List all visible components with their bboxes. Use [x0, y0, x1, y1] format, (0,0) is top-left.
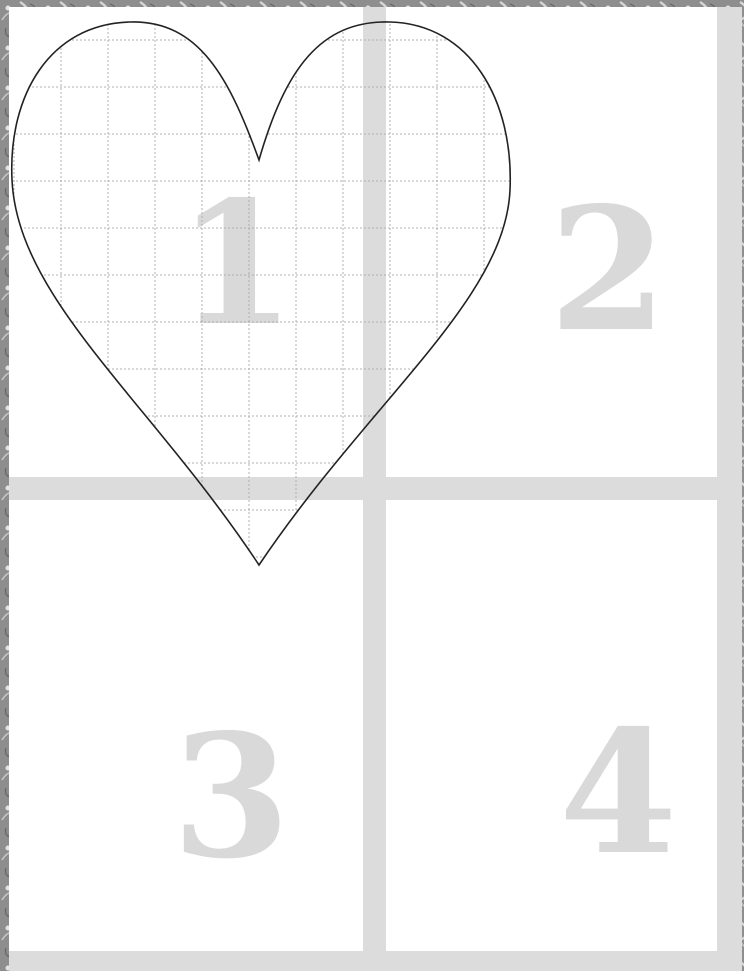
panel-number-2: 2: [549, 185, 667, 355]
panel-number-1: 1: [177, 179, 295, 349]
panel-2: 2: [386, 7, 717, 477]
panel-number-4: 4: [559, 708, 677, 878]
template-sheet: 1 2 3 4: [9, 7, 742, 971]
panel-1: 1: [9, 7, 363, 477]
panel-4: 4: [386, 500, 717, 951]
panel-3: 3: [9, 500, 363, 951]
panel-number-3: 3: [172, 712, 290, 882]
